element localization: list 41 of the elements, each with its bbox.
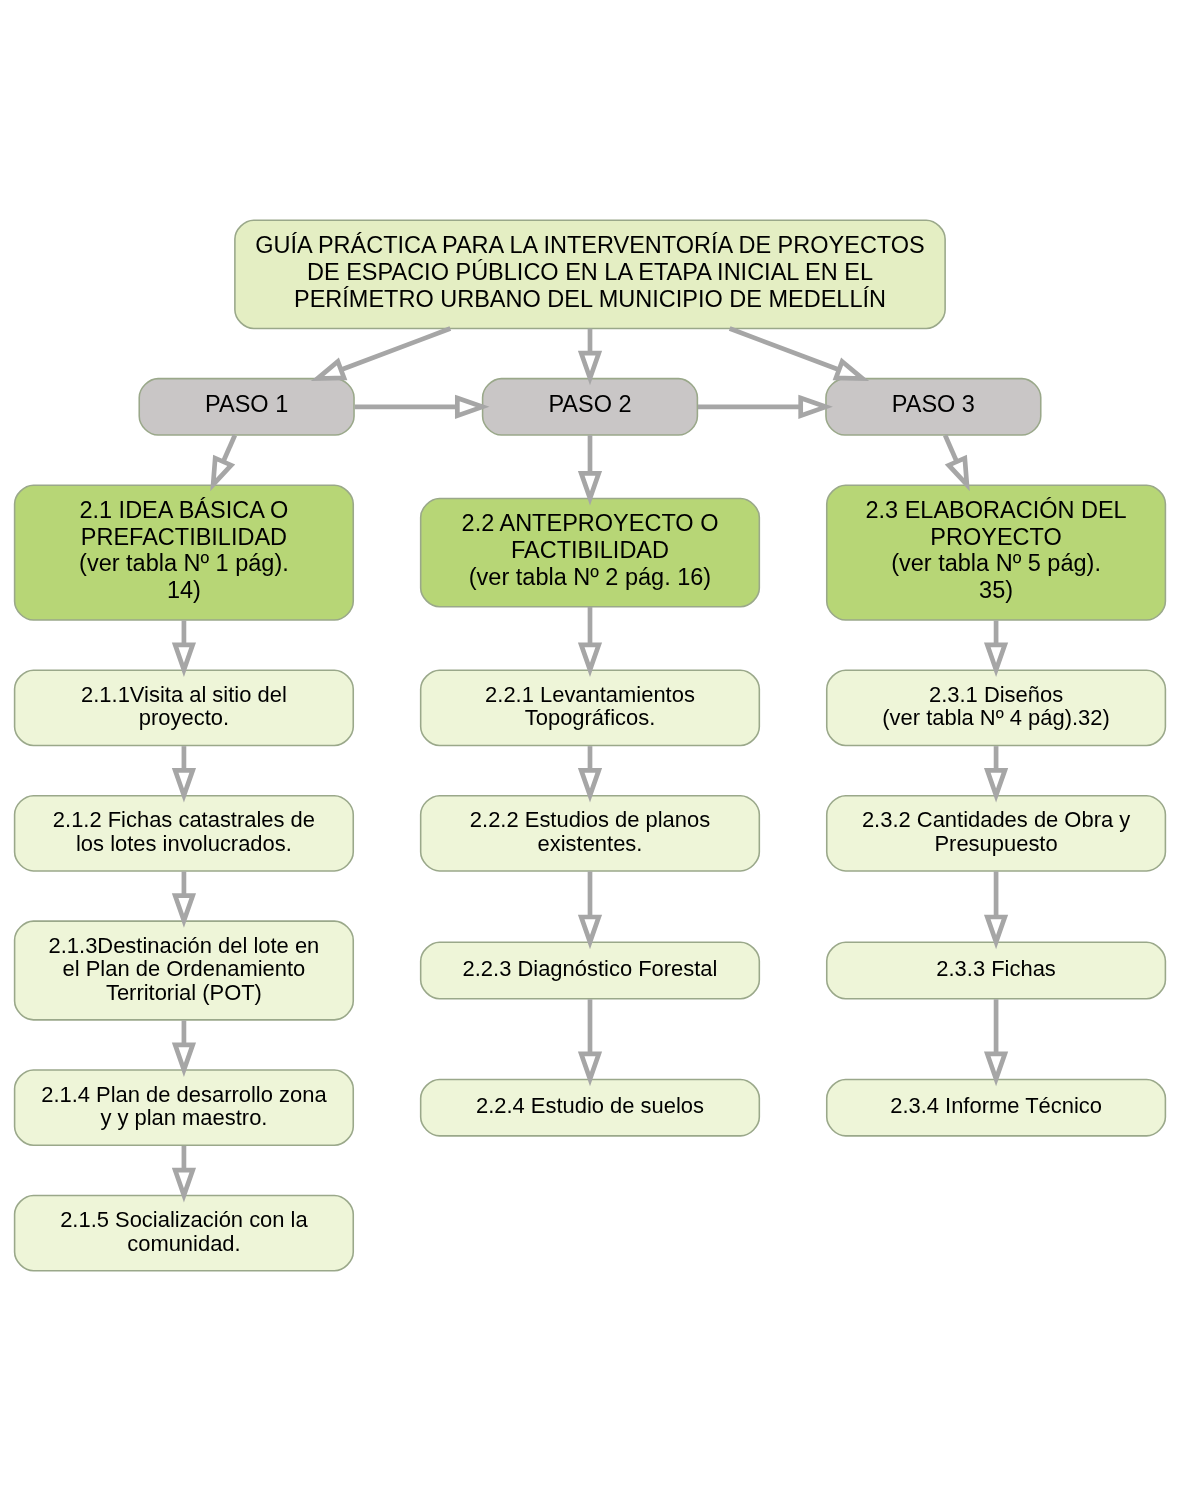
node-box: 2.3.4 Informe Técnico: [825, 1078, 1167, 1137]
arrow: [171, 871, 197, 928]
arrow: [577, 607, 603, 677]
arrow: [577, 435, 603, 506]
node-box: 2.3 ELABORACIÓN DEL PROYECTO (ver tabla Nº 5 pág). 35): [825, 484, 1167, 621]
node-box: 2.2.4 Estudio de suelos: [419, 1078, 761, 1137]
arrow: [943, 434, 970, 492]
arrow: [171, 620, 197, 678]
arrow: [983, 871, 1009, 950]
node-box: 2.3.2 Cantidades de Obra y Presupuesto: [825, 794, 1167, 872]
arrow: [171, 1145, 197, 1203]
node-box: PASO 2: [481, 377, 699, 436]
node-box: 2.3.1 Diseños (ver tabla Nº 4 pág).32): [825, 669, 1167, 747]
node-box: 2.1.5 Socialización con la comunidad.: [13, 1194, 355, 1272]
node-box: 2.1.1Visita al sitio del proyecto.: [13, 669, 355, 747]
arrow: [983, 746, 1009, 803]
node-box: PASO 3: [825, 377, 1042, 436]
arrow: [171, 746, 197, 803]
node-box: 2.2.2 Estudios de planos existentes.: [419, 794, 761, 872]
arrow: [577, 746, 603, 803]
node-box: 2.3.3 Fichas: [825, 941, 1167, 1000]
arrow: [698, 394, 833, 419]
arrow: [983, 620, 1009, 678]
arrow: [310, 326, 452, 382]
node-box: PASO 1: [138, 377, 355, 436]
arrow: [577, 871, 603, 950]
node-box: 2.2 ANTEPROYECTO O FACTIBILIDAD (ver tabla Nº 2 pág. 16): [419, 497, 761, 608]
node-box: 2.2.1 Levantamientos Topográficos.: [419, 669, 761, 747]
arrow: [210, 434, 237, 492]
arrow: [983, 999, 1009, 1087]
node-box: 2.1.3Destinación del lote en el Plan de Ordenamiento Territorial (POT): [13, 920, 355, 1021]
node-box: 2.1.4 Plan de desarrollo zona y y plan maestro.: [13, 1069, 355, 1147]
arrow: [171, 1020, 197, 1078]
arrow: [354, 394, 490, 419]
node-box: GUÍA PRÁCTICA PARA LA INTERVENTORÍA DE PROYECTOS DE ESPACIO PÚBLICO EN LA ETAPA INICIAL EN EL PERÍMETRO URBANO DEL MUNICIPIO DE MEDELLÍN: [234, 219, 946, 330]
arrow: [577, 999, 603, 1087]
node-box: 2.1.2 Fichas catastrales de los lotes involucrados.: [13, 794, 355, 872]
node-box: 2.1 IDEA BÁSICA O PREFACTIBILIDAD (ver tabla Nº 1 pág). 14): [13, 484, 355, 621]
arrow: [577, 328, 603, 386]
arrow: [728, 326, 870, 382]
node-box: 2.2.3 Diagnóstico Forestal: [419, 941, 761, 1000]
